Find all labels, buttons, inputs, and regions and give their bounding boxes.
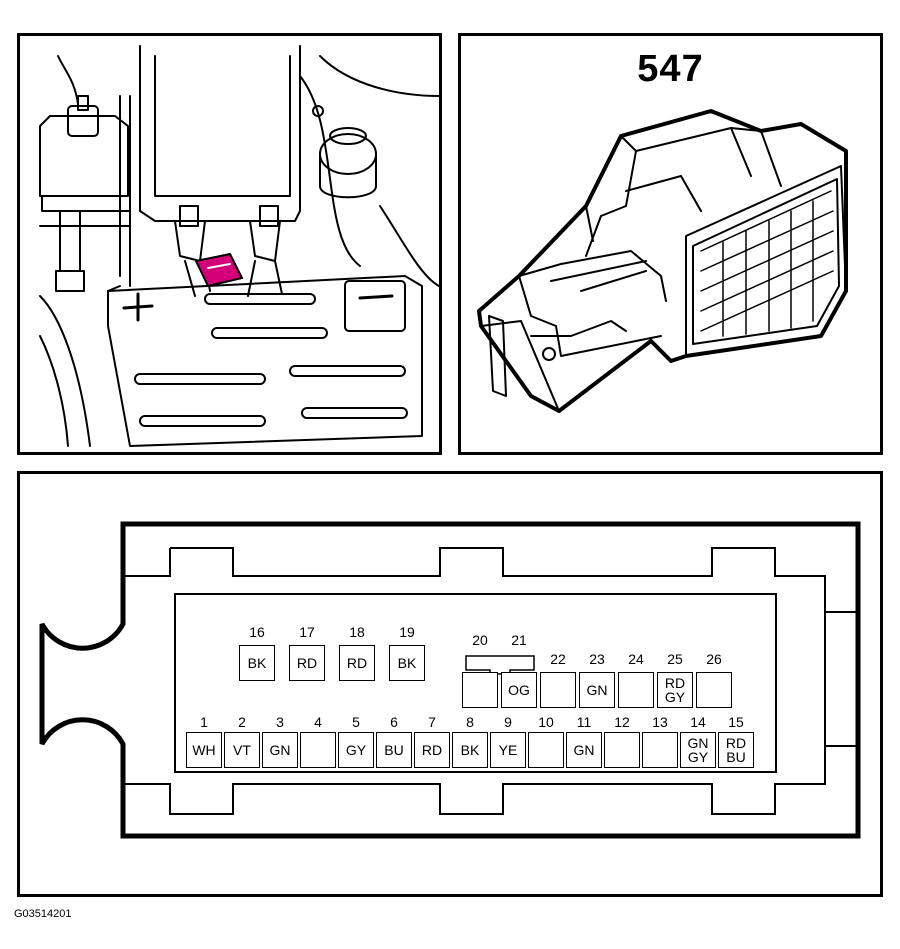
pin-number: 3 [276,714,284,730]
pin-cavity: VT [224,732,260,768]
pin-number: 21 [511,632,527,648]
pin-number: 5 [352,714,360,730]
connector-view-panel: 547 [458,33,883,455]
pin-cavity [618,672,654,708]
pin-number: 2 [238,714,246,730]
connector-number: 547 [637,48,704,90]
pin-number: 13 [652,714,668,730]
pin-number: 14 [690,714,706,730]
pin-cavity: GN [579,672,615,708]
pin-cavity [540,672,576,708]
pin-number: 11 [576,714,592,730]
pin-number: 4 [314,714,322,730]
pin-number: 26 [706,651,722,667]
pin-number: 12 [614,714,630,730]
pin-number: 6 [390,714,398,730]
connector-illustration [477,109,848,413]
engine-bay-illustration [39,45,439,447]
pin-number: 10 [538,714,554,730]
pin-cavity [300,732,336,768]
pin-number: 16 [249,624,265,640]
pin-cavity [696,672,732,708]
pin-number: 22 [550,651,566,667]
pin-number: 19 [399,624,415,640]
pin-cavity: BK [452,732,488,768]
pin-number: 15 [728,714,744,730]
pin-cavity [604,732,640,768]
pin-cavity: BK [389,645,425,681]
pin-cavity [642,732,678,768]
pin-number: 24 [628,651,644,667]
figure-id: G03514201 [14,908,72,920]
location-view-panel [17,33,442,455]
pin-cavity: RD [289,645,325,681]
pin-number: 25 [667,651,683,667]
pin-cavity: BK [239,645,275,681]
pin-number: 7 [428,714,436,730]
pin-cavity: GY [338,732,374,768]
pin-cavity: GN [566,732,602,768]
pin-cavity [462,672,498,708]
pin-cavity: YE [490,732,526,768]
pin-number: 20 [472,632,488,648]
pin-cavity: RD [414,732,450,768]
pin-cavity: OG [501,672,537,708]
pin-cavity [528,732,564,768]
pin-cavity: RD [339,645,375,681]
pin-number: 17 [299,624,315,640]
pin-cavity: GN [262,732,298,768]
connector-face-outline [39,521,861,839]
pin-cavity: WH [186,732,222,768]
pin-number: 18 [349,624,365,640]
pin-cavity: BU [376,732,412,768]
pin-number: 8 [466,714,474,730]
pin-number: 23 [589,651,605,667]
pin-number: 9 [504,714,512,730]
pin-number: 1 [200,714,208,730]
